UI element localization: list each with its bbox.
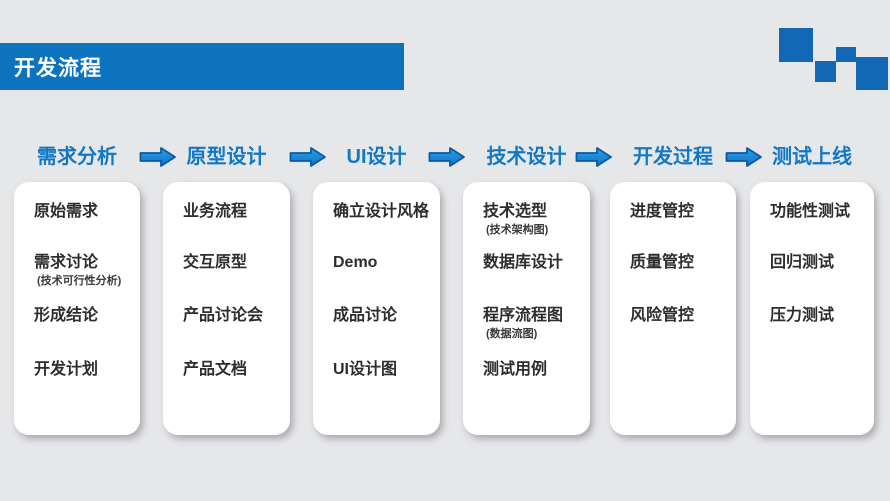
block-arrow-right-icon	[725, 147, 762, 167]
item-label: 测试用例	[483, 361, 548, 378]
card-item: 质量管控	[630, 254, 730, 272]
item-label: 需求讨论	[34, 254, 99, 271]
item-label: 程序流程图	[483, 307, 564, 324]
card-item: 数据库设计	[483, 254, 584, 272]
item-label: 成品讨论	[333, 307, 398, 324]
item-label: 产品讨论会	[183, 307, 264, 324]
item-label: 压力测试	[770, 307, 835, 324]
card-item: 压力测试	[770, 307, 868, 325]
item-label: 交互原型	[183, 254, 248, 271]
flow-step-title-tech: 技术设计	[486, 146, 567, 168]
deco-square-right	[856, 57, 888, 90]
item-label: 产品文档	[183, 361, 248, 378]
item-label: 功能性测试	[770, 203, 851, 220]
card-item: 交互原型	[183, 254, 284, 272]
item-label: 回归测试	[770, 254, 835, 271]
card-item: 业务流程	[183, 203, 284, 221]
process-card-test: 功能性测试 回归测试 压力测试	[750, 182, 874, 435]
block-arrow-right-icon	[428, 147, 465, 167]
item-label: 开发计划	[34, 361, 99, 378]
process-card-tech: 技术选型 (技术架构图) 数据库设计 程序流程图 (数据流图) 测试用例	[463, 182, 590, 435]
card-item: 确立设计风格	[333, 203, 434, 221]
item-label: 技术选型	[483, 203, 548, 220]
flow-step-title-prototype: 原型设计	[186, 146, 267, 168]
flow-step-title-test: 测试上线	[772, 146, 852, 168]
card-item: 开发计划	[34, 361, 134, 379]
item-label: 质量管控	[630, 254, 695, 271]
item-label: 业务流程	[183, 203, 248, 220]
process-card-prototype: 业务流程 交互原型 产品讨论会 产品文档	[163, 182, 290, 435]
card-item: 功能性测试	[770, 203, 868, 221]
item-sublabel: (技术可行性分析)	[37, 275, 122, 287]
item-label: 进度管控	[630, 203, 695, 220]
block-arrow-right-icon	[139, 147, 176, 167]
process-card-requirements: 原始需求 需求讨论 (技术可行性分析) 形成结论 开发计划	[14, 182, 140, 435]
flow-step-title-ui: UI设计	[346, 146, 407, 168]
process-card-ui: 确立设计风格 Demo 成品讨论 UI设计图	[313, 182, 440, 435]
title-bar: 开发流程	[0, 43, 404, 90]
page-title: 开发流程	[14, 56, 102, 80]
card-item: 进度管控	[630, 203, 730, 221]
card-item: 产品文档	[183, 361, 284, 379]
card-item: UI设计图	[333, 361, 434, 379]
card-item: 程序流程图 (数据流图)	[483, 307, 584, 341]
deco-square-small	[815, 61, 836, 82]
flow-step-title-dev: 开发过程	[633, 146, 713, 168]
block-arrow-right-icon	[575, 147, 612, 167]
deco-square-medium	[836, 47, 856, 62]
card-item: Demo	[333, 254, 434, 272]
card-item: 产品讨论会	[183, 307, 284, 325]
item-label: 形成结论	[34, 307, 99, 324]
card-item: 成品讨论	[333, 307, 434, 325]
card-item: 技术选型 (技术架构图)	[483, 203, 584, 237]
item-label: UI设计图	[333, 361, 398, 378]
deco-square-large	[779, 28, 813, 62]
item-label: 数据库设计	[483, 254, 564, 271]
card-item: 风险管控	[630, 307, 730, 325]
item-label: Demo	[333, 254, 378, 271]
item-label: 风险管控	[630, 307, 695, 324]
item-label: 原始需求	[34, 203, 99, 220]
flow-step-title-requirements: 需求分析	[37, 146, 117, 168]
card-item: 原始需求	[34, 203, 134, 221]
card-item: 测试用例	[483, 361, 584, 379]
item-sublabel: (数据流图)	[486, 328, 538, 340]
card-item: 回归测试	[770, 254, 868, 272]
process-card-dev: 进度管控 质量管控 风险管控	[610, 182, 736, 435]
item-sublabel: (技术架构图)	[486, 224, 549, 236]
item-label: 确立设计风格	[333, 203, 430, 220]
card-item: 需求讨论 (技术可行性分析)	[34, 254, 134, 288]
block-arrow-right-icon	[289, 147, 326, 167]
card-item: 形成结论	[34, 307, 134, 325]
